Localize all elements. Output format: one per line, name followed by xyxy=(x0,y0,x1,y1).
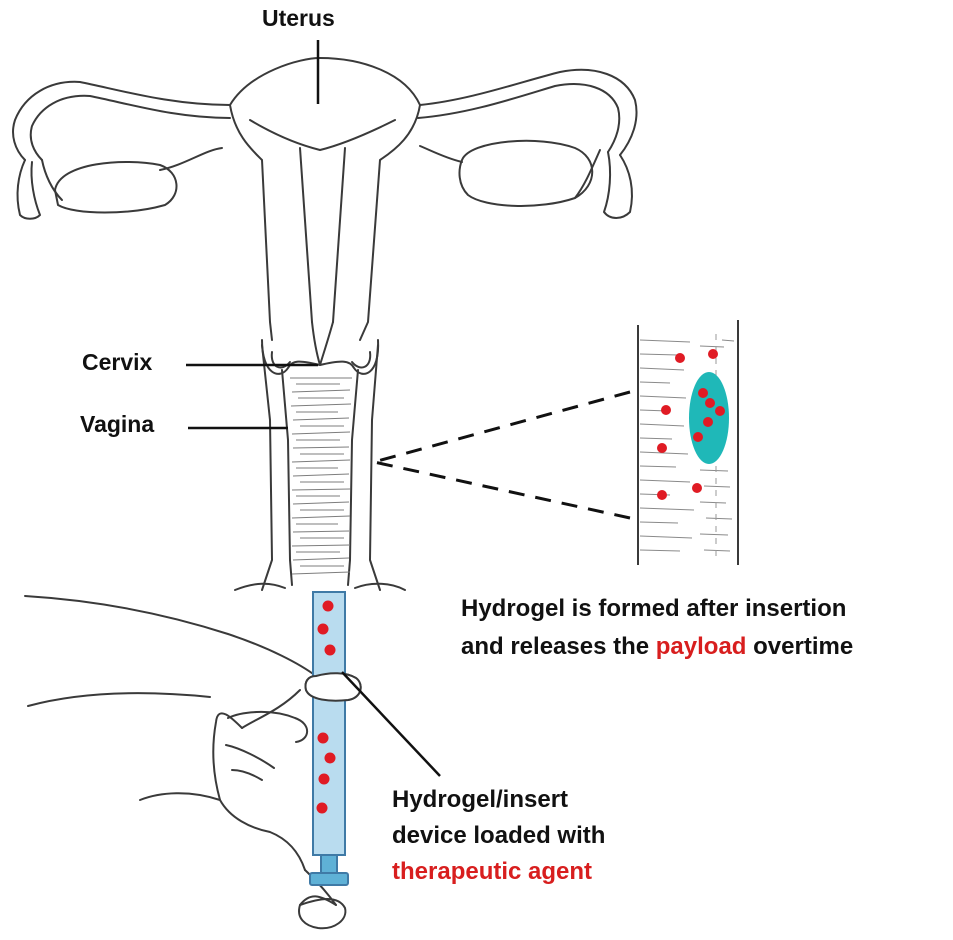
zoom-lines xyxy=(373,390,631,520)
cervix-label: Cervix xyxy=(82,349,153,375)
vaginal-wall-texture xyxy=(290,377,352,575)
uterus-illustration xyxy=(12,57,638,591)
applicator-device xyxy=(309,591,349,886)
therapeutic-agent-highlight: therapeutic agent xyxy=(392,858,593,885)
device-payload-dots xyxy=(316,600,336,814)
vagina-label: Vagina xyxy=(80,411,155,437)
device-caption-line1: Hydrogel/insert xyxy=(392,786,569,813)
magnified-inset xyxy=(637,320,739,565)
hydrogel-caption-line2-start: and releases the xyxy=(461,633,656,660)
device-plunger xyxy=(309,872,349,886)
hydrogel-caption-line2-end: overtime xyxy=(746,633,854,660)
device-leader-line xyxy=(341,671,441,777)
hydrogel-caption-line2: and releases the payload overtime xyxy=(461,628,853,666)
thumb-overlay xyxy=(304,672,362,702)
device-caption-line2: device loaded with xyxy=(392,822,606,849)
uterus-label: Uterus xyxy=(262,5,335,31)
hand-illustration xyxy=(24,595,362,930)
device-neck xyxy=(320,854,338,874)
payload-highlight: payload xyxy=(655,633,747,660)
leader-lines xyxy=(186,40,320,430)
hydrogel-caption-line1: Hydrogel is formed after insertion xyxy=(461,595,847,622)
hydrogel-caption: Hydrogel is formed after insertion and r… xyxy=(461,590,853,666)
device-caption: Hydrogel/insert device loaded with thera… xyxy=(392,782,605,890)
payload-dots xyxy=(657,349,725,500)
device-barrel xyxy=(312,591,346,856)
